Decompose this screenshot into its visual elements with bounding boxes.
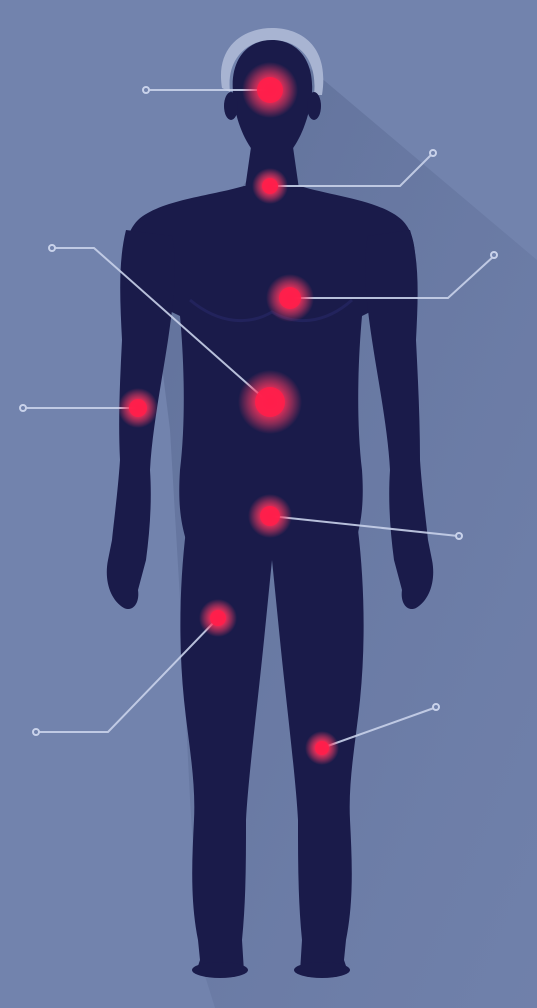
endpoint-chest xyxy=(491,252,497,258)
endpoint-knee xyxy=(433,704,439,710)
hotspot-chest-core xyxy=(279,287,301,309)
endpoint-head xyxy=(143,87,149,93)
endpoint-pelvis xyxy=(456,533,462,539)
hotspot-elbow-core xyxy=(129,399,147,417)
endpoint-thigh xyxy=(33,729,39,735)
hotspot-head-core xyxy=(257,77,283,103)
endpoint-abdomen xyxy=(49,245,55,251)
hotspot-pelvis-core xyxy=(260,506,280,526)
hotspot-abdomen-core xyxy=(255,387,285,417)
hotspot-thigh-core xyxy=(210,610,226,626)
hotspot-knee-core xyxy=(315,741,329,755)
endpoint-elbow xyxy=(20,405,26,411)
hotspot-neck-core xyxy=(262,178,278,194)
endpoint-neck xyxy=(430,150,436,156)
